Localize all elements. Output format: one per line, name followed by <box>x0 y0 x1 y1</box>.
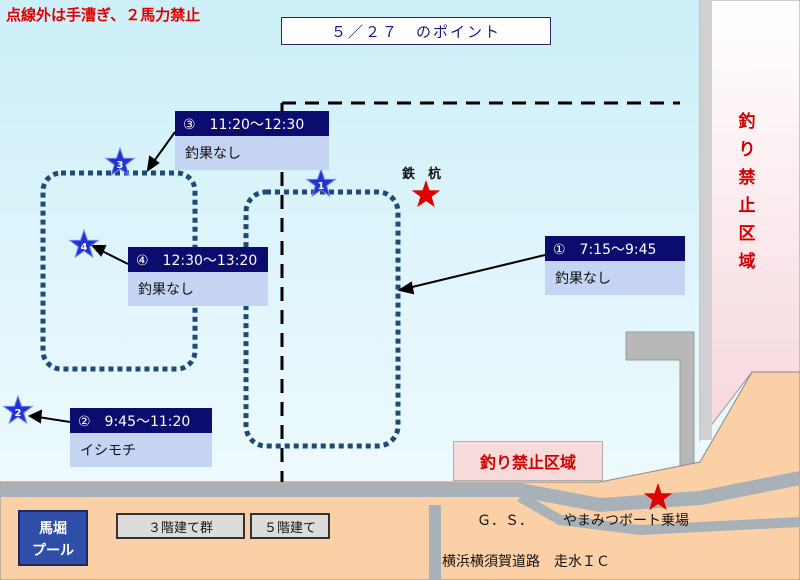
marker-2-star <box>2 394 34 425</box>
no-fishing-zone-label: 釣り禁止区域 <box>453 441 603 481</box>
point-card-2: ② 9:45～11:20 イシモチ <box>70 408 212 467</box>
no-fishing-char: り <box>738 140 756 160</box>
point-card-4: ④ 12:30～13:20 釣果なし <box>128 247 268 306</box>
marker-1-label: 1 <box>318 181 325 192</box>
no-fishing-vertical-label: 釣 り 禁 止 区 域 <box>727 108 767 276</box>
arrow-point-1 <box>407 254 546 289</box>
pool-label-line2: プール <box>32 543 74 559</box>
arrow-point-3 <box>151 131 176 165</box>
marker-4-star <box>68 228 100 259</box>
no-fishing-char: 止 <box>738 196 756 216</box>
arrow-head-1 <box>397 281 415 295</box>
building-5-story: ５階建て <box>250 513 330 539</box>
point-1-time: ① 7:15～9:45 <box>545 236 685 261</box>
no-fishing-char: 禁 <box>738 168 756 188</box>
marker-4-label: 4 <box>81 242 88 253</box>
pool-label-line1: 馬堀 <box>39 521 67 537</box>
road-label: 横浜横須賀道路 走水ＩＣ <box>442 554 610 570</box>
point-3-result: 釣果なし <box>175 136 329 170</box>
pier-shadow <box>700 0 712 440</box>
stake-star <box>411 180 441 208</box>
marker-2-label: 2 <box>15 408 22 419</box>
arrow-head-2 <box>27 409 43 424</box>
no-fishing-char: 区 <box>738 224 756 244</box>
point-4-time: ④ 12:30～13:20 <box>128 247 268 272</box>
point-3-time: ③ 11:20～12:30 <box>175 111 329 136</box>
boundary-notice: 点線外は手漕ぎ、２馬力禁止 <box>6 6 201 24</box>
point-4-result: 釣果なし <box>128 272 268 306</box>
marker-3-label: 3 <box>117 160 124 171</box>
umahori-pool: 馬堀 プール <box>18 510 88 566</box>
road-branch <box>517 492 800 536</box>
side-road <box>429 505 441 580</box>
building-3-story-group: ３階建て群 <box>116 513 245 539</box>
point-1-result: 釣果なし <box>545 261 685 295</box>
arrow-point-4 <box>99 249 129 265</box>
arrow-head-4 <box>90 245 107 257</box>
point-2-result: イシモチ <box>70 433 212 467</box>
gas-station-label: Ｇ．Ｓ． <box>477 513 533 529</box>
arrow-head-3 <box>146 155 160 173</box>
stake-label: 鉄 杭 <box>402 167 442 182</box>
boundary-dashed-line <box>280 101 680 482</box>
zone-3-4-outline <box>40 170 198 372</box>
boat-dock-star <box>643 483 673 511</box>
point-2-time: ② 9:45～11:20 <box>70 408 212 433</box>
point-card-1: ① 7:15～9:45 釣果なし <box>545 236 685 295</box>
point-card-3: ③ 11:20～12:30 釣果なし <box>175 111 329 170</box>
zone-1-outline <box>243 189 401 449</box>
page-title: ５／２７ のポイント <box>281 17 551 45</box>
marker-1-star <box>305 167 337 198</box>
no-fishing-char: 域 <box>738 252 756 272</box>
boat-dock-label: やまみつボート乗場 <box>563 513 689 529</box>
coastal-road <box>0 471 800 513</box>
arrow-point-2 <box>37 416 71 423</box>
marker-3-star <box>104 146 136 177</box>
no-fishing-char: 釣 <box>738 112 756 132</box>
